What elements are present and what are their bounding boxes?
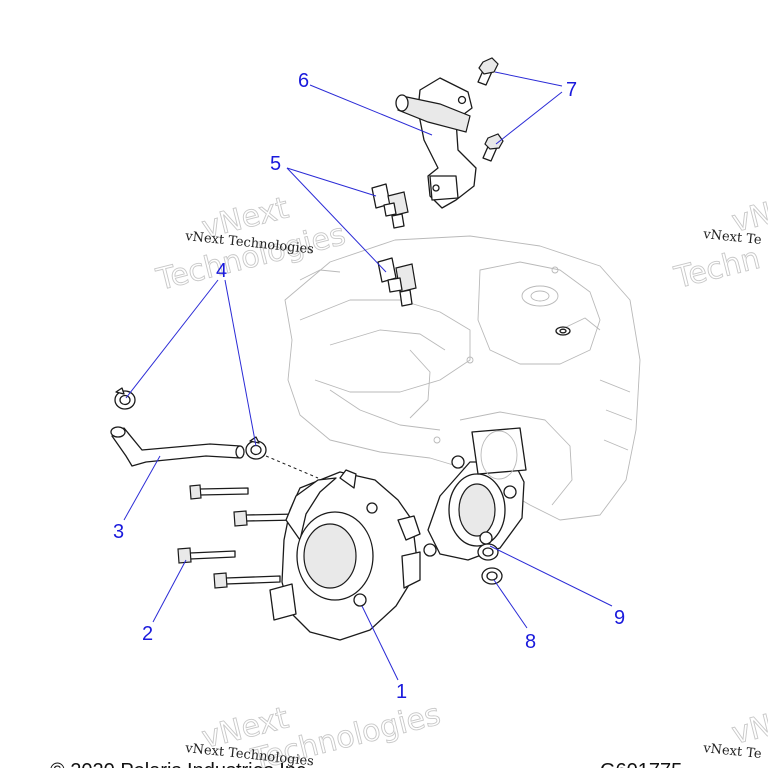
leader-6 [309, 84, 433, 136]
callout-9: 9 [614, 607, 625, 629]
callout-7: 7 [566, 79, 577, 101]
leader-7b [495, 91, 563, 145]
bolt-part-2-a [189, 484, 249, 500]
fuel-injector-part-5-lower [377, 257, 417, 307]
fuel-rail-bracket-part-6 [395, 77, 477, 209]
leader-4b [224, 279, 257, 447]
watermark-bottom-right-company: vNext Te [702, 741, 763, 762]
leader-4a [125, 279, 219, 399]
callout-6: 6 [298, 70, 309, 92]
throttle-body-part-1 [269, 469, 421, 641]
callout-8: 8 [525, 631, 536, 653]
callout-5: 5 [270, 153, 281, 175]
watermark-right-technologies: Techn [670, 241, 763, 296]
leader-5a [286, 167, 377, 197]
leader-lines [123, 71, 613, 681]
bolt-part-7-upper [477, 57, 499, 86]
hose-clamp-part-4-left [114, 387, 136, 410]
leader-5b [286, 167, 387, 273]
leader-8 [493, 579, 528, 629]
leader-2 [152, 559, 187, 623]
leader-3 [123, 455, 161, 521]
o-ring-small [555, 326, 571, 336]
watermark-right-company: vNext Te [702, 227, 763, 248]
callout-3: 3 [113, 521, 124, 543]
leader-9 [489, 545, 613, 607]
figure-code: G601775 [600, 760, 682, 768]
hose-clamp-part-4-right [245, 436, 267, 460]
callout-1: 1 [396, 681, 407, 703]
callouts: 6 7 5 4 3 2 1 8 9 [113, 70, 625, 703]
leader-1 [361, 605, 399, 681]
hose-part-3 [110, 426, 245, 467]
assembly-dashed-line [265, 455, 319, 479]
leader-7a [494, 71, 563, 87]
copyright-text: © 2020 Polaris Industries Inc. [50, 760, 312, 768]
bolt-part-2-c [177, 547, 236, 564]
spacer-plate-part-8 [423, 427, 527, 561]
callout-4: 4 [216, 260, 227, 282]
bolt-part-7-lower [482, 133, 504, 162]
callout-2: 2 [142, 623, 153, 645]
engine-housing-ghost [284, 235, 641, 521]
bolt-part-2-d [213, 572, 281, 589]
fuel-injector-part-5-upper [371, 183, 409, 229]
